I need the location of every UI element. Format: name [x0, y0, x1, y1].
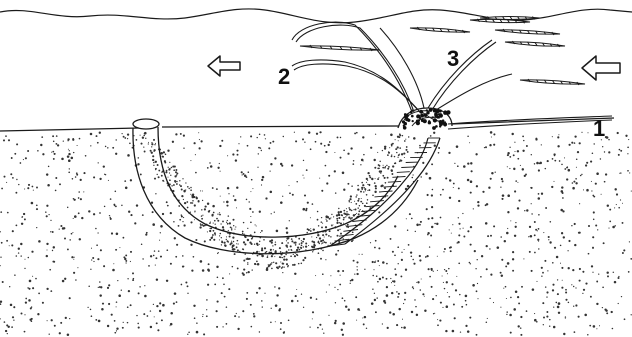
label-2: 2: [278, 66, 290, 88]
burrow-opening: [133, 119, 159, 129]
detritus-particles: [300, 17, 585, 86]
label-1: 1: [593, 118, 605, 140]
outline-arrow-left-icon: [208, 56, 240, 76]
tentacles: [292, 22, 612, 129]
feeding-mound: [398, 108, 452, 130]
outline-arrow-left-icon: [582, 56, 620, 80]
label-3: 3: [447, 48, 459, 70]
sediment-stipple: [0, 131, 632, 336]
worm-body: [330, 138, 440, 246]
water-surface-line: [0, 9, 632, 23]
